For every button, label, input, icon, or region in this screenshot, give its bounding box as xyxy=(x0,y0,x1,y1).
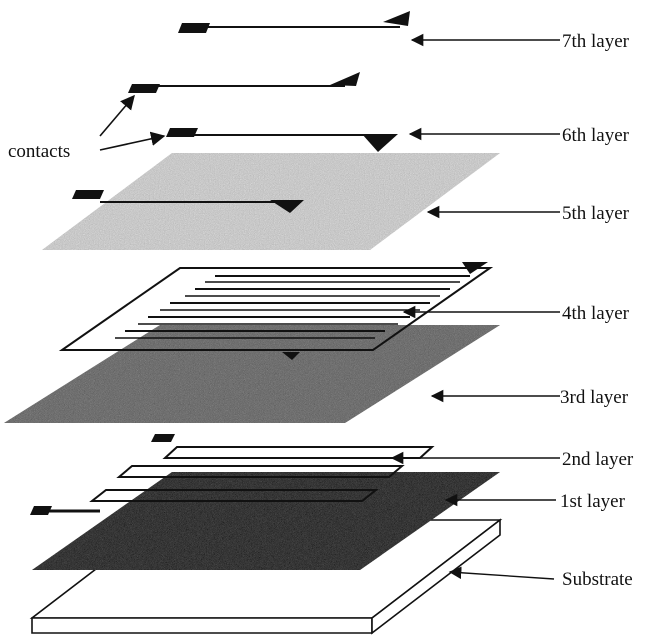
layer-5-strip xyxy=(72,190,304,213)
label-substrate: Substrate xyxy=(562,569,633,590)
label-3rd-layer: 3rd layer xyxy=(560,387,629,408)
layer-1-plate xyxy=(32,472,500,570)
layer-4-contact-bottom xyxy=(282,352,300,360)
label-1st-layer: 1st layer xyxy=(560,491,626,512)
layer-6-strip xyxy=(166,128,398,152)
layer-2-contact-top xyxy=(151,434,175,442)
layer-7-strip xyxy=(178,11,410,33)
layer-labels: 7th layer 6th layer 5th layer 4th layer … xyxy=(390,31,634,590)
label-4th-layer: 4th layer xyxy=(562,303,630,324)
layer-4-contact xyxy=(462,262,488,274)
layer-7-lower-strip xyxy=(128,72,360,93)
contact-pad-6 xyxy=(166,128,198,137)
label-7th-layer: 7th layer xyxy=(562,31,630,52)
contacts-label: contacts xyxy=(8,141,70,162)
contact-pad-7 xyxy=(128,84,160,93)
layer-4-comb xyxy=(58,267,494,351)
label-6th-layer: 6th layer xyxy=(562,125,630,146)
layer-2-contact xyxy=(30,506,52,515)
label-2nd-layer: 2nd layer xyxy=(562,449,634,470)
contacts-annotation: contacts xyxy=(8,94,166,162)
label-5th-layer: 5th layer xyxy=(562,203,630,224)
